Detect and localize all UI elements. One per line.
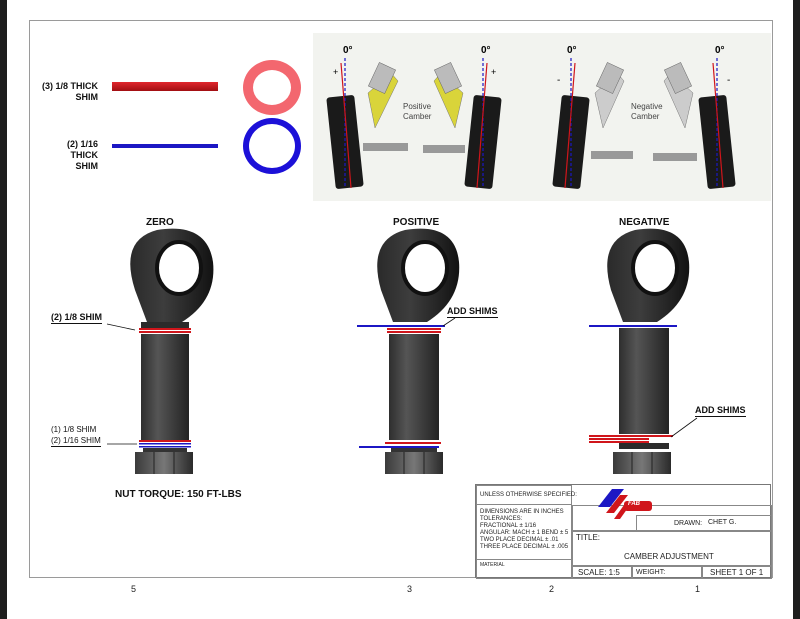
camber-parts-drawing xyxy=(106,228,698,474)
unless-text: UNLESS OTHERWISE SPECIFIED: xyxy=(480,492,577,498)
drawn-by-value: CHET G. xyxy=(708,519,737,526)
angular-text: ANGULAR: MACH ± 1 BEND ± 5 xyxy=(480,530,569,536)
positive-camber-group xyxy=(326,58,502,189)
angle-label-3: 0° xyxy=(567,45,577,56)
nut-torque-note: NUT TORQUE: 150 FT-LBS xyxy=(115,489,242,500)
zero-lower-shim-note-1: (1) 1/8 SHIM xyxy=(51,425,97,434)
company-logo-icon xyxy=(598,489,652,519)
zero-title: ZERO xyxy=(146,217,174,228)
drawing-title: CAMBER ADJUSTMENT xyxy=(624,552,714,561)
title-cell xyxy=(572,531,772,567)
positive-add-shims-note: ADD SHIMS xyxy=(447,306,498,318)
positive-rod-end xyxy=(357,228,460,474)
positive-title: POSITIVE xyxy=(393,217,440,228)
negative-camber-line1: Negative xyxy=(631,102,663,111)
thick-shim-ring-icon xyxy=(243,60,301,115)
thin-shim-label: (2) 1/16 THICK SHIM xyxy=(66,139,98,171)
zero-upper-shim-note: (2) 1/8 SHIM xyxy=(51,312,103,324)
sheet-text: SHEET 1 OF 1 xyxy=(710,568,764,577)
thick-shim-label: (3) 1/8 THICK SHIM xyxy=(42,81,99,102)
drawing-border xyxy=(29,20,773,578)
drawn-label: DRAWN: xyxy=(674,520,703,527)
weight-text: WEIGHT: xyxy=(636,569,666,576)
unless-cell xyxy=(476,485,572,505)
zone-2: 2 xyxy=(549,584,555,594)
material-cell xyxy=(476,559,572,579)
positive-camber-line2: Camber xyxy=(403,112,432,121)
angle-label-1: 0° xyxy=(343,45,353,56)
thick-shim-bar xyxy=(112,82,218,91)
weight-cell xyxy=(632,565,702,579)
negative-camber-line2: Camber xyxy=(631,112,660,121)
title-label: TITLE: xyxy=(576,533,601,542)
fractional-text: FRACTIONAL ± 1/16 xyxy=(480,523,537,529)
camber-diagram: 0° 0° + + Positive Camber 0° xyxy=(313,33,771,201)
scale-text: SCALE: 1:5 xyxy=(578,568,620,577)
negative-rod-end xyxy=(589,228,690,474)
tol-text: TOLERANCES: xyxy=(480,516,523,522)
negative-add-shims-note: ADD SHIMS xyxy=(695,405,746,417)
drawing-sheet: (3) 1/8 THICK SHIM (2) 1/16 THICK SHIM xyxy=(7,0,793,619)
thin-shim-ring-icon xyxy=(243,118,301,174)
minus-sign-2: - xyxy=(727,75,730,86)
angle-label-2: 0° xyxy=(481,45,491,56)
two-place-text: TWO PLACE DECIMAL ± .01 xyxy=(480,537,559,543)
zone-1: 1 xyxy=(695,584,701,594)
zero-rod-end xyxy=(130,228,214,474)
sheet-cell xyxy=(702,565,772,579)
title-block: UNLESS OTHERWISE SPECIFIED: DIMENSIONS A… xyxy=(475,484,772,579)
plus-sign-1: + xyxy=(333,67,338,77)
plus-sign-2: + xyxy=(491,67,496,77)
three-place-text: THREE PLACE DECIMAL ± .005 xyxy=(480,544,569,550)
dims-text: DIMENSIONS ARE IN INCHES xyxy=(480,509,564,515)
negative-title: NEGATIVE xyxy=(619,217,670,228)
scale-cell xyxy=(572,565,632,579)
zero-lower-shim-note-2: (2) 1/16 SHIM xyxy=(51,436,101,447)
thin-shim-bar xyxy=(112,144,218,148)
zone-3: 3 xyxy=(407,584,413,594)
negative-camber-group xyxy=(552,58,736,189)
logo-text: FAB xyxy=(628,501,640,507)
zone-5: 5 xyxy=(131,584,137,594)
angle-label-4: 0° xyxy=(715,45,725,56)
minus-sign-1: - xyxy=(557,75,560,86)
positive-camber-line1: Positive xyxy=(403,102,432,111)
material-text: MATERIAL xyxy=(480,562,505,568)
drawn-cell xyxy=(636,515,772,531)
camber-illustration: 0° 0° + + Positive Camber 0° xyxy=(326,45,736,189)
